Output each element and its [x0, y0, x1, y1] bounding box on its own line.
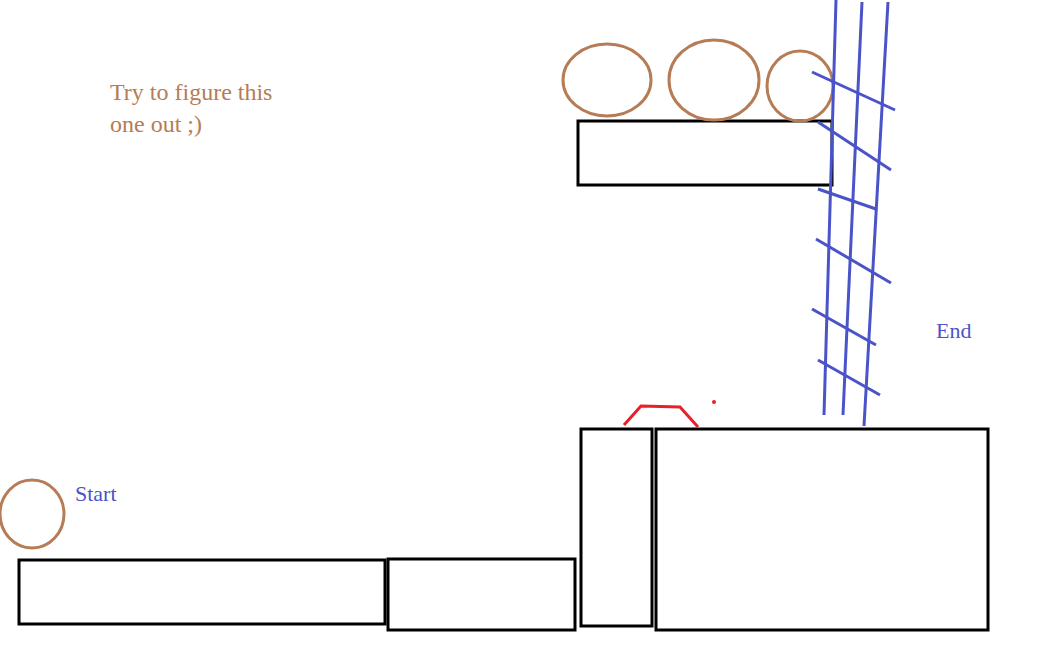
floor-block [656, 429, 988, 630]
boulder [563, 44, 651, 116]
start-label: Start [75, 481, 117, 507]
floor-block [388, 559, 575, 630]
boulder [669, 40, 759, 120]
end-label: End [936, 318, 971, 344]
red-hazard [624, 406, 698, 427]
ladder [812, 0, 895, 426]
player-ball [0, 480, 64, 548]
red-dot [712, 400, 716, 404]
ledge-block [578, 121, 832, 185]
boulder [767, 51, 833, 121]
floor-block [19, 560, 385, 624]
pillar-block [581, 429, 652, 626]
note-text: Try to figure this one out ;) [110, 76, 295, 140]
